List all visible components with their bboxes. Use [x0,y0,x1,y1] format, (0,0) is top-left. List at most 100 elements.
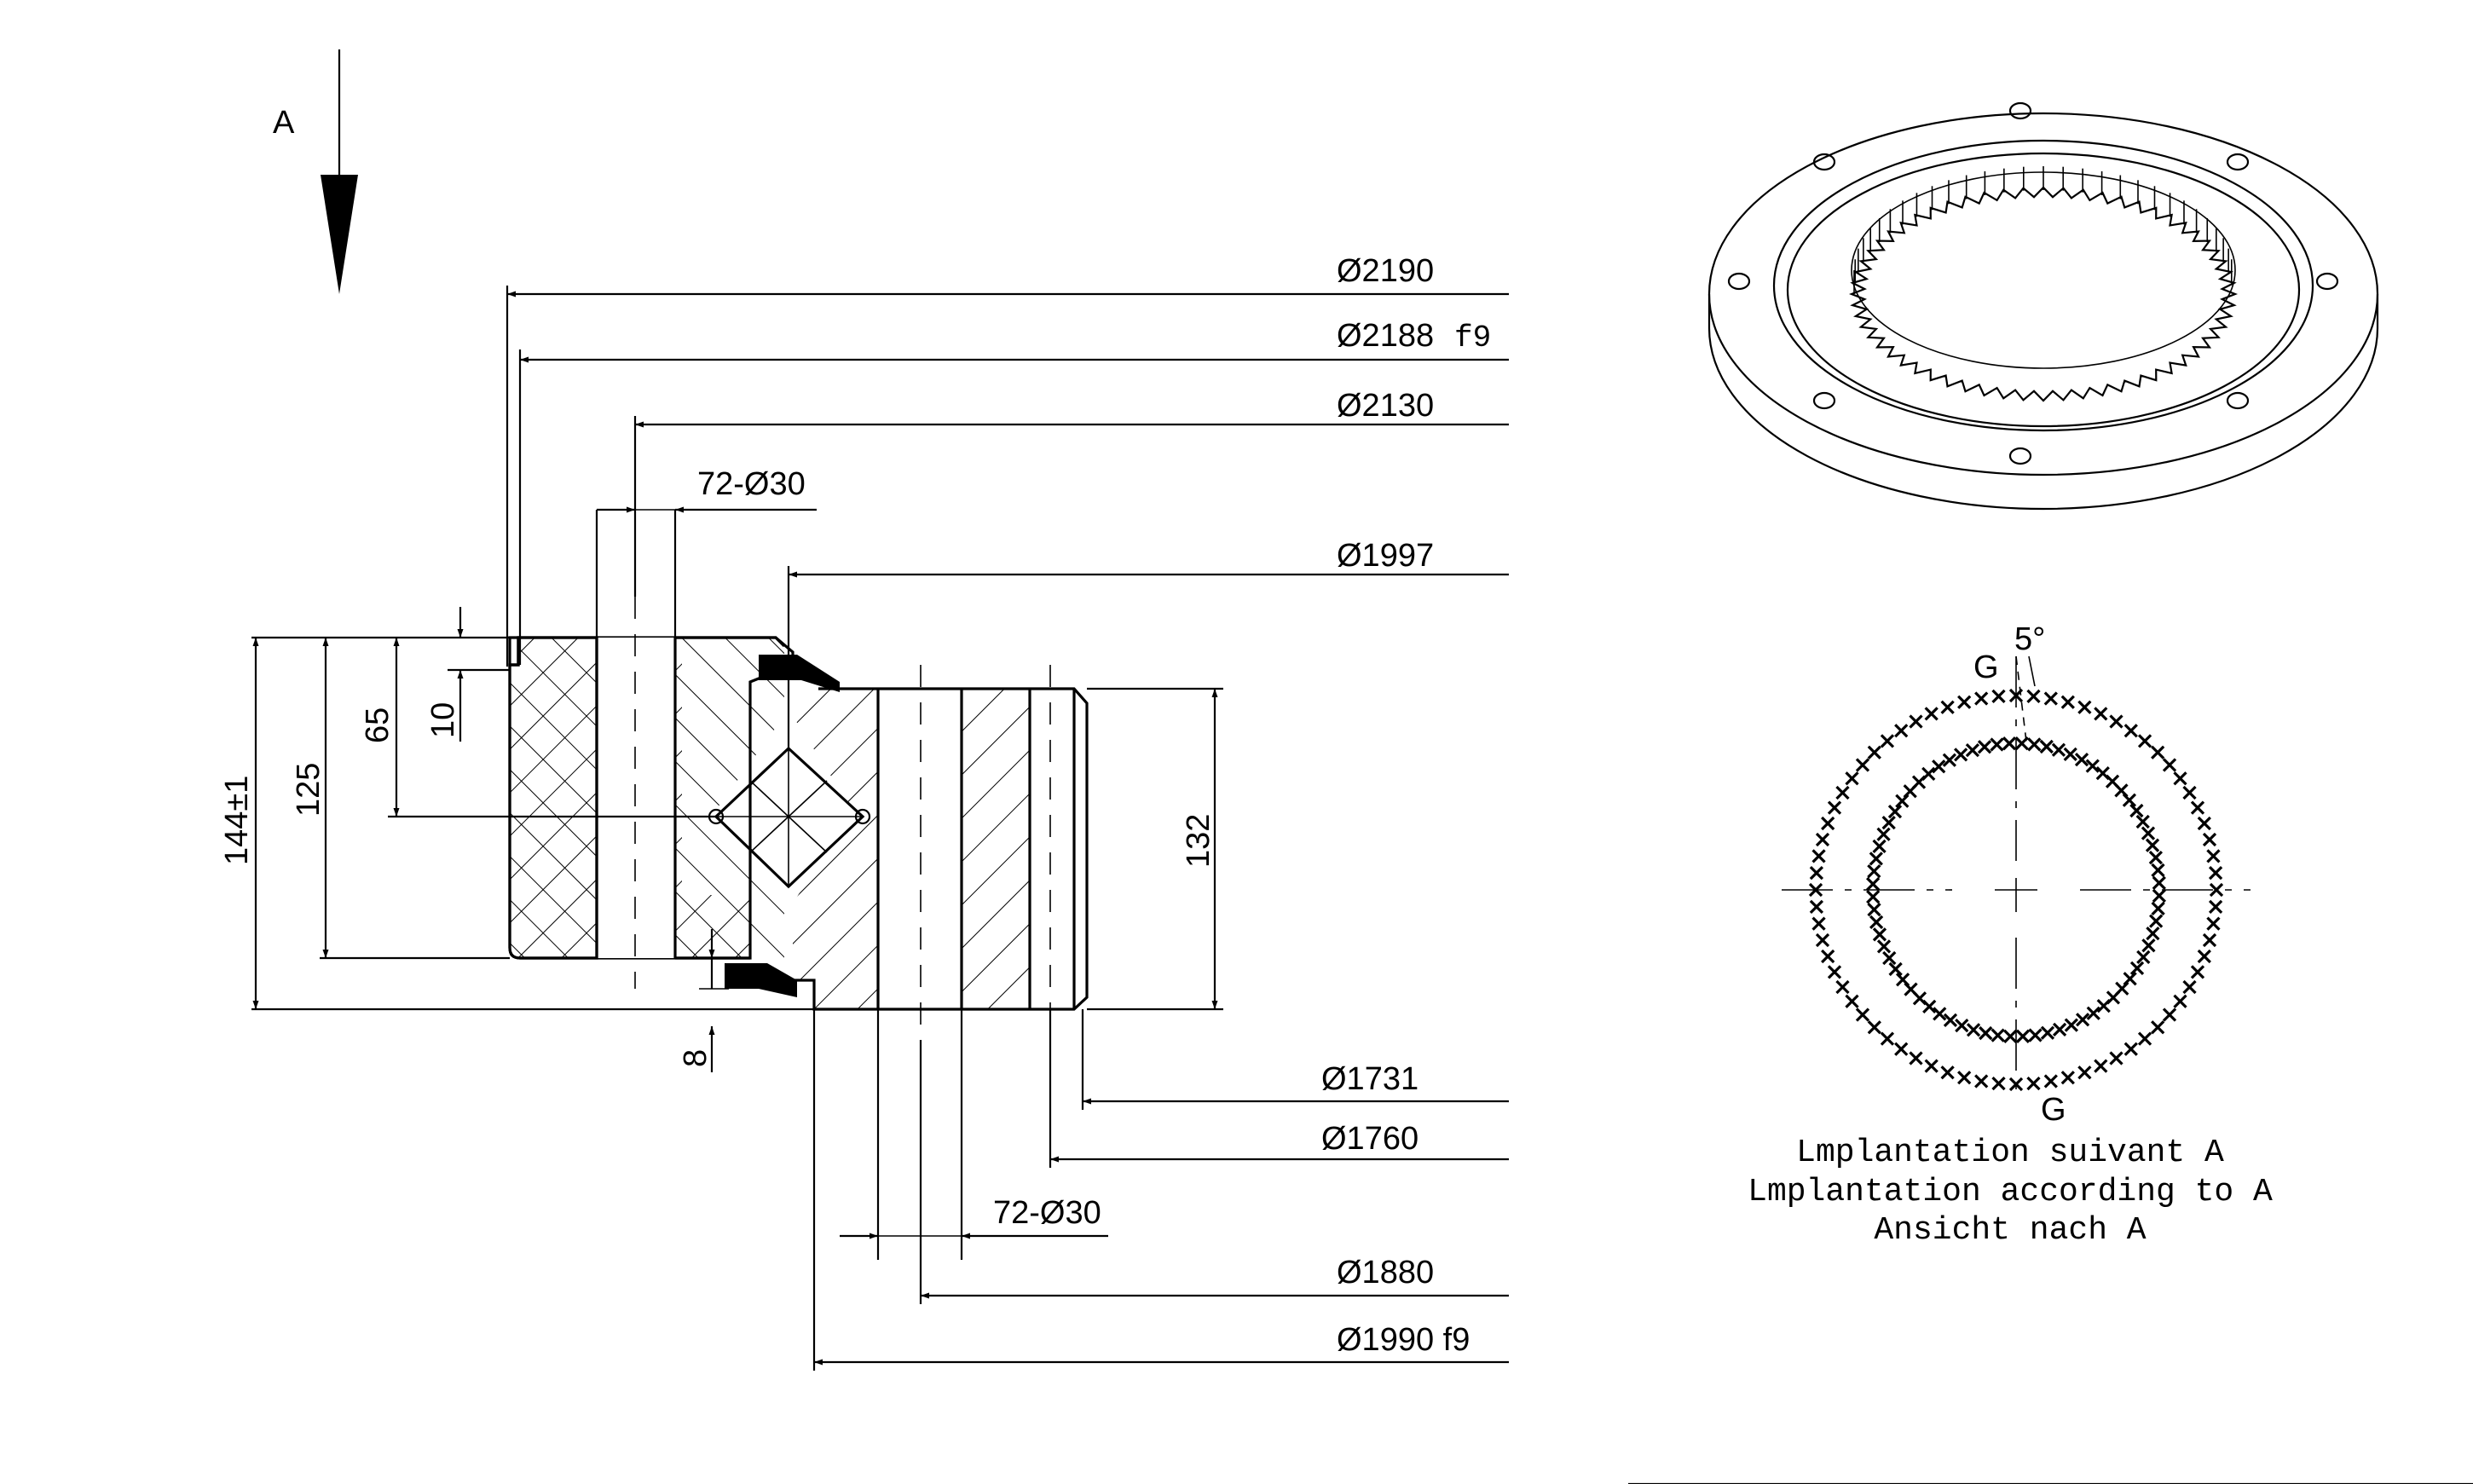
outer-hole-marker [2094,707,2108,721]
outer-hole-marker [1909,1051,1923,1065]
outer-hole-marker [1940,1065,1955,1080]
outer-hole-marker [1909,714,1923,729]
iso-bolt-hole [1812,391,1836,410]
inner-hole-marker [1933,1007,1947,1021]
inner-hole-marker [1867,902,1881,917]
outer-hole-marker [1827,800,1842,815]
view-arrow-label: A [273,105,295,141]
outer-hole-marker [1957,1071,1972,1085]
outer-hole-marker [2173,994,2187,1008]
isometric-bearing-view [1707,101,2379,511]
iso-gear-top-edge [1851,171,2236,369]
outer-hole-marker [1867,745,1881,759]
inner-hole-marker [2129,803,2144,818]
inner-hole-marker [2027,737,2042,752]
inner-hole-marker [2135,814,2150,829]
dim-2190-label: Ø2190 [1337,253,1434,289]
outer-hole-marker [1991,1077,2006,1091]
inner-hole-marker [1991,1028,2005,1042]
outer-hole-marker [1835,785,1850,800]
iso-bolt-hole [2008,447,2032,465]
outer-hole-marker [2208,865,2223,881]
inner-hole-marker [2086,1006,2100,1020]
dim-2130-label: Ø2130 [1337,388,1434,424]
inner-hole-marker [1872,839,1887,854]
inner-hole-marker [1979,1025,1993,1041]
outer-hole-marker [2109,714,2123,729]
inner-hole-marker [1990,737,2004,752]
top-dimensions: Ø2190 Ø2188 f9 Ø2130 72-Ø30 Ø1997 [506,253,1509,748]
outer-hole-marker [1808,882,1823,898]
inner-hole-marker [2040,1025,2055,1040]
outer-hole-marker [2209,882,2224,898]
dim-8-label: 8 [678,1049,714,1067]
outer-hole-marker [2043,1074,2058,1088]
inner-hole-marker [2085,759,2100,773]
dim-10-label: 10 [425,702,461,738]
outer-hole-marker [1924,1059,1939,1073]
dim-132-label: 132 [1181,814,1216,868]
inner-hole-marker [2096,998,2111,1013]
outer-hole-marker [1940,700,1955,714]
inner-hole-marker [2075,1013,2090,1027]
outer-hole-marker [1974,691,1989,706]
outer-hole-marker [2190,965,2205,979]
inner-hole-marker [1869,852,1883,866]
inner-hole-marker [2028,1028,2043,1042]
outer-hole-marker [1809,865,1824,881]
dim-2188-suffix: f9 [1454,320,1491,355]
outer-hole-marker [2008,1077,2024,1092]
dim-2188-label: Ø2188 [1337,318,1434,354]
inner-hole-marker [1866,889,1881,904]
iso-bolt-hole [1727,272,1751,291]
inner-hole-marker [2151,863,2165,878]
inner-ring-section [793,689,878,1009]
dim-1731-label: Ø1731 [1321,1061,1419,1097]
dim-top-holes-label: 72-Ø30 [697,466,806,502]
dim-65-label: 65 [360,707,396,743]
outer-hole-marker [2109,1051,2123,1065]
inner-hole-marker [1867,864,1881,879]
inner-hole-marker [2146,926,2160,941]
outer-hole-marker [1880,734,1895,748]
outer-hole-marker [2182,979,2197,995]
inner-hole-marker [1869,915,1884,929]
outer-hole-marker [2151,745,2165,759]
outer-hole-marker [2060,1071,2075,1085]
outer-hole-marker [2182,785,2197,800]
view-caption: Lmplantation suivant A Lmplantation acco… [1748,1135,2273,1249]
outer-hole-marker [1845,771,1859,786]
outer-hole-marker [2202,933,2217,948]
inner-hole-marker [1895,973,1910,987]
inner-hole-marker [2052,1022,2067,1036]
outer-hole-marker [1894,1042,1909,1056]
outer-hole-marker [1991,689,2006,703]
inner-hole-marker [2063,747,2077,761]
inner-hole-marker [2074,753,2089,767]
outer-hole-marker [1835,979,1850,995]
outer-hole-marker [2026,1077,2041,1091]
inner-hole-marker [1882,950,1897,966]
inner-hole-marker [2002,736,2017,751]
bottom-dimensions: Ø1731 Ø1760 72-Ø30 Ø1880 Ø1990 f9 [812,1009,1509,1371]
caption-line-3: Ansicht nach A [1874,1212,2146,1249]
outer-hole-marker [1815,832,1830,847]
outer-hole-marker [1827,965,1842,979]
outer-hole-marker [2123,1042,2138,1056]
dim-bottom-holes-label: 72-Ø30 [993,1195,1101,1231]
inner-hole-marker [1888,961,1903,977]
outer-hole-marker [2137,734,2152,748]
inner-hole-marker [2148,851,2164,865]
section-mark-bottom: G [2041,1092,2066,1128]
outer-hole-marker [2137,1031,2152,1046]
inner-hole-marker [1921,766,1936,782]
outer-hole-marker [2151,1020,2165,1035]
iso-bolt-hole [2315,272,2339,291]
hole-pattern-view: G 5° G [1782,621,2251,1128]
outer-hole-marker [2190,800,2205,815]
top-seal [759,655,840,692]
iso-bolt-hole [2008,101,2032,120]
outer-hole-marker [2008,688,2024,703]
outer-hole-marker [2077,1065,2092,1080]
